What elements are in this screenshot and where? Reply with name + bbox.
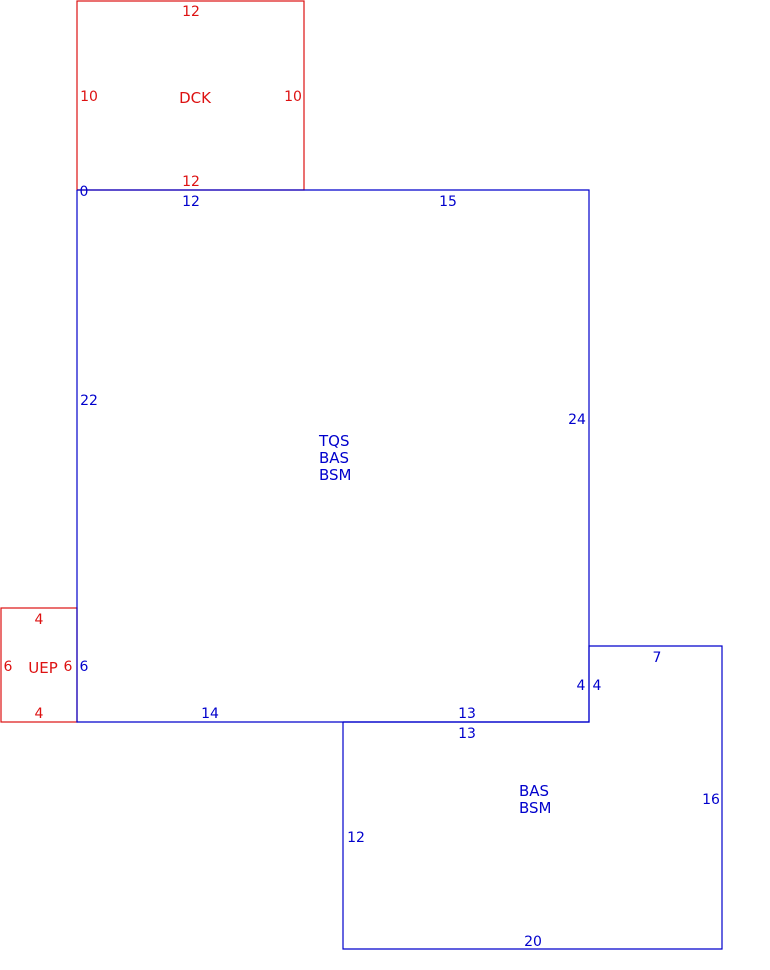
lower-right-dimension: 16 (702, 792, 720, 808)
main-area: 0 12 15 22 24 6 14 13 TQS BAS BSM (76, 184, 590, 723)
main-left-dimension: 22 (80, 393, 98, 409)
main-area-label-2: BAS (319, 449, 349, 467)
uep-area: 4 6 6 4 UEP (0, 607, 78, 723)
lower-step-right-dimension: 4 (593, 678, 602, 694)
uep-label: UEP (28, 659, 58, 677)
main-origin-marker: 0 (80, 184, 89, 200)
dck-label: DCK (179, 89, 212, 107)
uep-right-dimension: 6 (64, 659, 73, 675)
lower-bottom-dimension: 20 (524, 934, 542, 950)
lower-left-dimension: 12 (347, 830, 365, 846)
lower-area: 13 4 4 7 16 12 20 BAS BSM (342, 645, 723, 950)
dck-right-dimension: 10 (284, 89, 302, 105)
dck-top-dimension: 12 (182, 4, 200, 20)
main-area-label-1: TQS (318, 432, 350, 450)
lower-step-top-dimension: 7 (653, 650, 662, 666)
lower-area-label-1: BAS (519, 782, 549, 800)
main-top-left-dimension: 12 (182, 194, 200, 210)
lower-top-dimension: 13 (458, 726, 476, 742)
lower-area-label-2: BSM (519, 799, 552, 817)
main-notch-dimension: 6 (80, 659, 89, 675)
main-bottom-right-dimension: 13 (458, 706, 476, 722)
dck-area: 12 10 10 12 DCK (76, 0, 305, 191)
uep-left-dimension: 6 (4, 659, 13, 675)
dck-left-dimension: 10 (80, 89, 98, 105)
main-area-label-3: BSM (319, 466, 352, 484)
uep-top-dimension: 4 (35, 612, 44, 628)
main-bottom-left-dimension: 14 (201, 706, 219, 722)
lower-area-outline (342, 645, 723, 950)
uep-bottom-dimension: 4 (35, 706, 44, 722)
main-right-dimension: 24 (568, 412, 586, 428)
main-top-right-dimension: 15 (439, 194, 457, 210)
lower-step-left-dimension: 4 (577, 678, 586, 694)
dck-bottom-dimension: 12 (182, 174, 200, 190)
